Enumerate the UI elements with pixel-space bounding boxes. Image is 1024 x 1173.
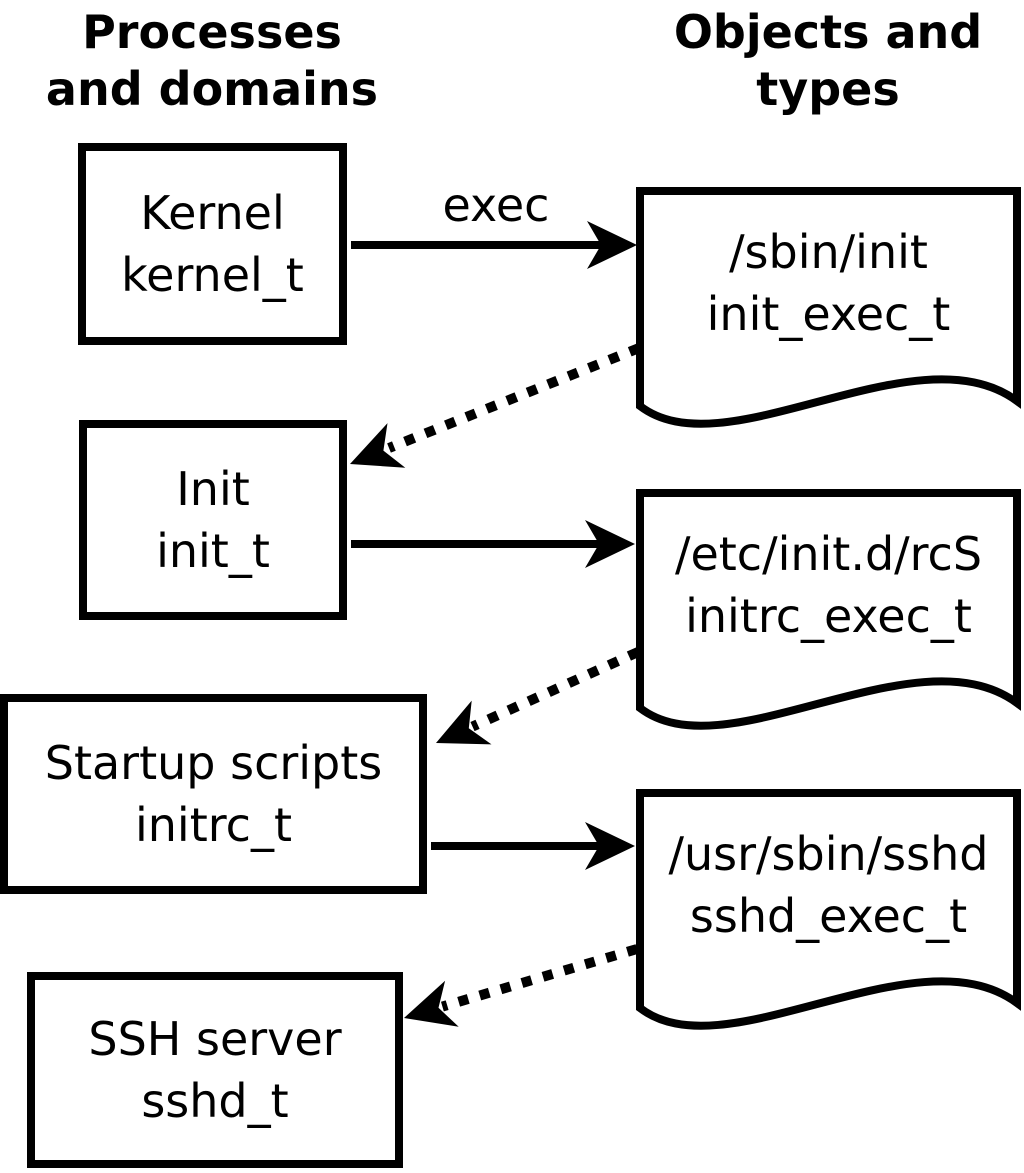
object-path: /usr/sbin/sshd: [668, 827, 989, 881]
process-box-ssh-server: SSH server sshd_t: [27, 972, 403, 1168]
transition-arrow-sshd: [404, 944, 639, 1027]
object-type: initrc_exec_t: [685, 589, 972, 643]
heading-line: and domains: [45, 62, 379, 116]
column-heading-objects: Objects and types: [638, 4, 1018, 118]
process-name: Init: [176, 462, 250, 516]
process-name: SSH server: [88, 1012, 342, 1066]
transition-arrow-init: [350, 343, 641, 468]
exec-arrow-initrc-to-sshd: [431, 822, 635, 870]
object-doc-usr-sbin-sshd: /usr/sbin/sshd sshd_exec_t: [636, 823, 1021, 947]
process-domain: init_t: [156, 524, 270, 578]
process-domain: sshd_t: [141, 1074, 289, 1128]
process-name: Kernel: [140, 186, 285, 240]
transition-arrow-initrc: [436, 647, 641, 745]
process-box-init: Init init_t: [79, 420, 347, 620]
column-heading-processes: Processes and domains: [2, 4, 422, 118]
process-domain: initrc_t: [135, 798, 292, 852]
process-name: Startup scripts: [44, 736, 383, 790]
exec-arrow-init-to-rcs: [351, 520, 635, 568]
object-doc-sbin-init-shape: [636, 187, 1021, 428]
object-path: /sbin/init: [729, 225, 928, 279]
exec-arrow-kernel-to-init: [351, 221, 637, 269]
object-doc-etc-initd-rcs-shape: [636, 489, 1021, 730]
process-domain: kernel_t: [121, 248, 304, 302]
object-type: sshd_exec_t: [689, 889, 968, 943]
process-box-kernel: Kernel kernel_t: [78, 143, 347, 345]
exec-arrow-label: exec: [442, 178, 550, 232]
heading-line: Objects and: [673, 5, 983, 59]
object-doc-sbin-init: /sbin/init init_exec_t: [636, 221, 1021, 345]
heading-line: types: [756, 62, 900, 116]
heading-line: Processes: [82, 5, 342, 59]
process-box-startup-scripts: Startup scripts initrc_t: [0, 694, 427, 894]
object-doc-usr-sbin-sshd-shape: [636, 789, 1021, 1030]
object-path: /etc/init.d/rcS: [674, 527, 983, 581]
object-doc-etc-initd-rcs: /etc/init.d/rcS initrc_exec_t: [636, 523, 1021, 647]
object-type: init_exec_t: [706, 287, 951, 341]
